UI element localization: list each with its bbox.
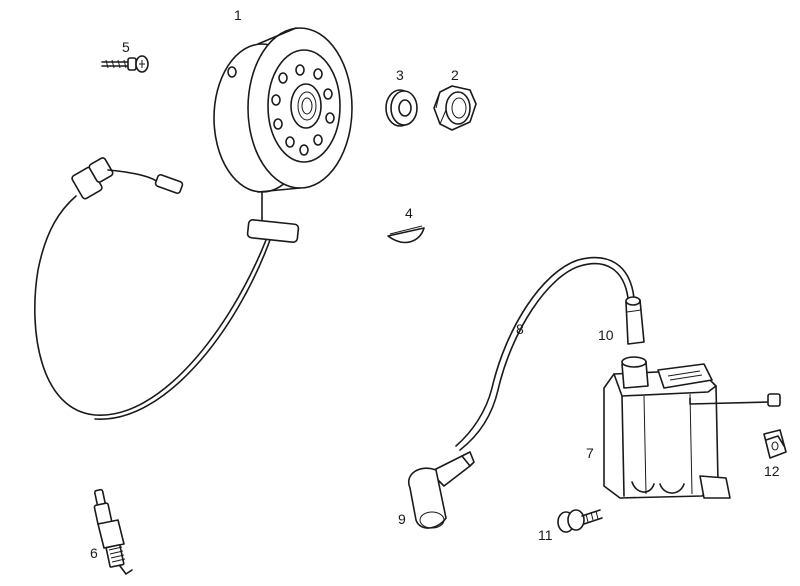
lead-cap-part (625, 296, 645, 345)
nut-part (433, 85, 477, 131)
callout-key: 4 (405, 205, 413, 221)
callout-coil-screw: 11 (538, 527, 553, 543)
callout-nut: 2 (451, 67, 459, 83)
screw-part (101, 55, 149, 73)
callout-spark-plug: 6 (90, 545, 98, 561)
callout-clip-nut: 12 (764, 463, 780, 479)
plug-cap-part (407, 451, 475, 529)
flywheel-wiring (34, 157, 271, 420)
spark-plug-part (93, 488, 133, 575)
woodruff-key-part (387, 225, 425, 244)
callout-ignition-coil: 7 (586, 445, 594, 461)
ht-lead-part (455, 256, 635, 451)
callout-lead-cap: 10 (598, 327, 614, 343)
callout-ht-lead: 8 (516, 321, 524, 337)
flywheel-part (213, 27, 353, 243)
callout-plug-cap: 9 (398, 511, 406, 527)
callout-screw: 5 (122, 39, 130, 55)
callout-washer: 3 (396, 67, 404, 83)
ignition-coil-part (603, 356, 781, 499)
clip-nut-part (763, 429, 787, 459)
callout-flywheel: 1 (234, 7, 242, 23)
washer-part (385, 89, 418, 127)
coil-screw-part (557, 509, 603, 533)
